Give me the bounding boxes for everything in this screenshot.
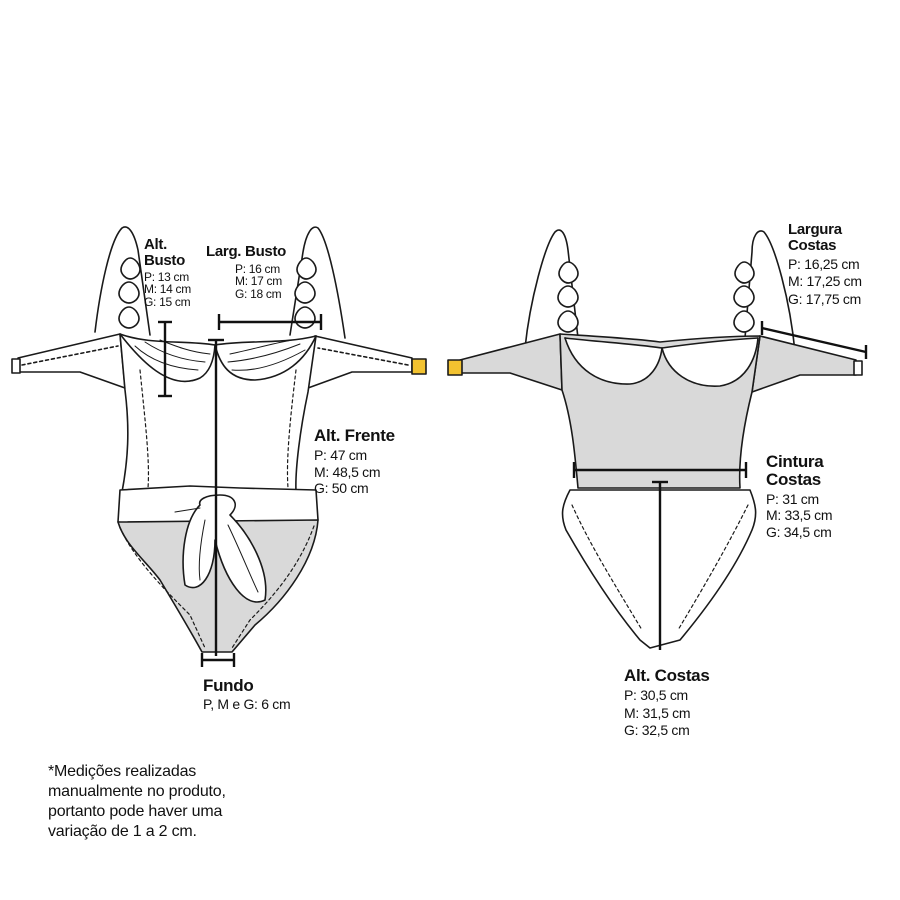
front-knot [182, 494, 267, 603]
largura-costas-title-1: Largura [788, 221, 842, 238]
front-left-strap [94, 226, 151, 336]
back-measure-lines [572, 321, 868, 650]
cintura-costas-m: M: 33,5 cm [766, 507, 833, 524]
cintura-costas-p: P: 31 cm [766, 490, 819, 507]
alt-busto-title-2: Busto [144, 251, 185, 269]
back-shell-beads [557, 261, 755, 333]
fundo-title: Fundo [203, 676, 254, 695]
larg-busto-p: P: 16 cm [235, 261, 280, 276]
alt-costas-m: M: 31,5 cm [624, 704, 691, 721]
front-body-outline [119, 333, 317, 493]
fundo-value: P, M e G: 6 cm [203, 695, 291, 712]
front-cup-gathers [134, 339, 306, 371]
alt-busto-m: M: 14 cm [144, 282, 191, 297]
note-line-2: manualmente no produto, [48, 783, 226, 800]
larg-busto-g: G: 18 cm [235, 286, 282, 301]
alt-busto-title-1: Alt. [144, 236, 167, 253]
larg-busto-label: Larg. Busto P: 16 cm M: 17 cm G: 18 cm [206, 244, 286, 301]
larg-busto-title: Larg. Busto [206, 243, 287, 260]
largura-costas-g: G: 17,75 cm [788, 290, 861, 307]
front-measure-lines [158, 314, 323, 667]
alt-frente-m: M: 48,5 cm [314, 463, 381, 480]
largura-costas-line [761, 326, 867, 354]
measurement-disclaimer: *Medições realizadas manualmente no prod… [48, 762, 308, 842]
note-line-4: variação de 1 a 2 cm. [48, 823, 197, 840]
largura-costas-label: Largura Costas P: 16,25 cm M: 17,25 cm G… [788, 222, 862, 307]
back-left-side-strap [459, 333, 563, 391]
front-left-hook [11, 358, 21, 374]
alt-frente-g: G: 50 cm [314, 480, 369, 497]
alt-costas-label: Alt. Costas P: 30,5 cm M: 31,5 cm G: 32,… [624, 667, 710, 738]
back-right-hook [853, 360, 863, 376]
note-line-1: *Medições realizadas [48, 763, 197, 780]
front-right-clasp [411, 358, 427, 375]
fundo-label: Fundo P, M e G: 6 cm [203, 676, 291, 712]
alt-frente-label: Alt. Frente P: 47 cm M: 48,5 cm G: 50 cm [314, 427, 395, 496]
front-bottom-outline [117, 519, 319, 653]
back-left-strap [524, 229, 579, 349]
front-right-strap [289, 226, 346, 339]
larg-busto-m: M: 17 cm [235, 274, 282, 289]
alt-costas-p: P: 30,5 cm [624, 686, 688, 703]
alt-busto-g: G: 15 cm [144, 294, 191, 309]
alt-costas-g: G: 32,5 cm [624, 722, 690, 739]
back-right-strap [744, 230, 796, 353]
alt-costas-title: Alt. Costas [624, 666, 710, 685]
cintura-costas-g: G: 34,5 cm [766, 524, 832, 541]
alt-busto-p: P: 13 cm [144, 269, 189, 284]
back-right-side-strap [751, 335, 857, 393]
alt-busto-label: Alt. Busto P: 13 cm M: 14 cm G: 15 cm [144, 237, 191, 308]
cintura-costas-label: Cintura Costas P: 31 cm M: 33,5 cm G: 34… [766, 452, 833, 541]
front-view [11, 226, 427, 653]
note-line-3: portanto pode haver uma [48, 803, 223, 820]
back-left-clasp [447, 359, 463, 376]
cintura-costas-title-1: Cintura [766, 452, 824, 471]
cintura-costas-title-2: Costas [766, 469, 821, 489]
alt-frente-title: Alt. Frente [314, 426, 395, 445]
largura-costas-p: P: 16,25 cm [788, 255, 860, 272]
largura-costas-title-2: Costas [788, 236, 837, 254]
front-left-side-strap [17, 333, 126, 389]
largura-costas-m: M: 17,25 cm [788, 273, 862, 290]
alt-frente-p: P: 47 cm [314, 446, 367, 463]
